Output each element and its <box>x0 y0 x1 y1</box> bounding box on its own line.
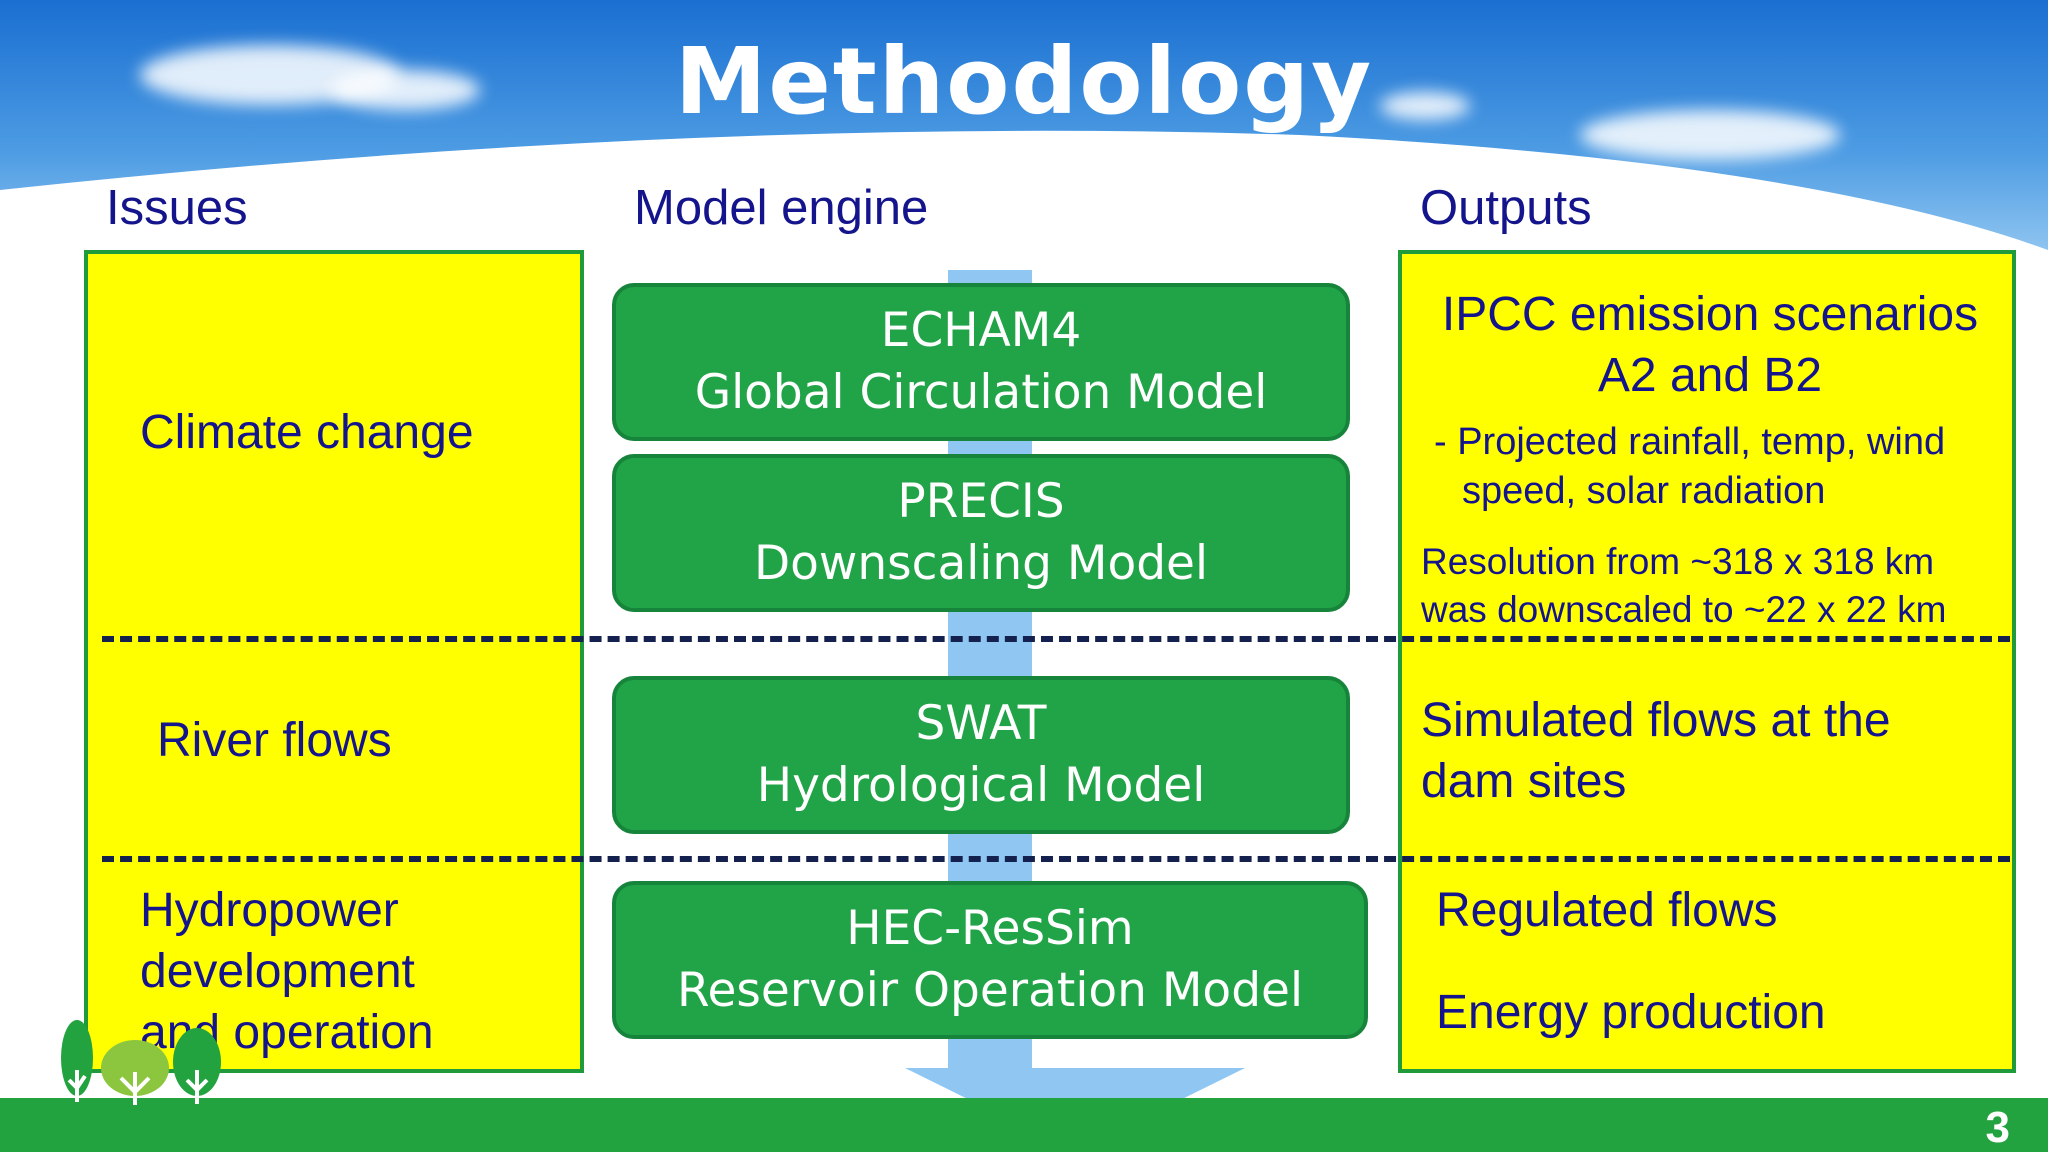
separator-line <box>102 856 2010 862</box>
model-description: Downscaling Model <box>753 536 1209 591</box>
output-regulated-flows: Regulated flows <box>1436 884 1778 937</box>
issue-hydropower: Hydropower development and operation <box>140 880 434 1063</box>
slide-title: Methodology <box>674 28 1374 135</box>
output-flows-line: Simulated flows at the <box>1421 694 1891 747</box>
model-box-hec-ressim: HEC-ResSim Reservoir Operation Model <box>612 881 1368 1039</box>
output-simulated-flows: Simulated flows at the dam sites <box>1421 690 1891 812</box>
cloud <box>330 70 480 110</box>
output-projected-bullet: - Projected rainfall, temp, wind speed, … <box>1434 418 1945 516</box>
output-bullet-line: speed, solar radiation <box>1462 470 1826 512</box>
issue-river-flows: River flows <box>157 714 392 767</box>
outputs-header: Outputs <box>1420 181 1592 235</box>
output-resolution: Resolution from ~318 x 318 km was downsc… <box>1421 538 1946 634</box>
output-energy-production: Energy production <box>1436 986 1826 1039</box>
separator-line <box>102 636 2010 642</box>
output-flows-line: dam sites <box>1421 755 1627 808</box>
footer-ground <box>0 1098 2048 1152</box>
output-ipcc-heading: IPCC emission scenarios A2 and B2 <box>1410 284 2010 406</box>
page-number: 3 <box>1985 1103 2010 1152</box>
output-ipcc-line: A2 and B2 <box>1597 349 1823 402</box>
model-box-echam4: ECHAM4 Global Circulation Model <box>612 283 1350 441</box>
issues-header: Issues <box>106 181 248 235</box>
model-description: Reservoir Operation Model <box>676 963 1304 1018</box>
tree-logo-icon <box>61 1020 221 1105</box>
output-resolution-line: was downscaled to ~22 x 22 km <box>1421 589 1947 630</box>
model-engine-header: Model engine <box>634 181 929 235</box>
issue-hydropower-line: Hydropower <box>140 884 399 937</box>
model-box-precis: PRECIS Downscaling Model <box>612 454 1350 612</box>
model-name: PRECIS <box>897 474 1065 529</box>
model-name: HEC-ResSim <box>846 901 1134 956</box>
output-bullet-line: - Projected rainfall, temp, wind <box>1434 421 1946 463</box>
sky-background <box>0 0 2048 250</box>
cloud <box>1580 110 1840 160</box>
cloud <box>1380 92 1470 120</box>
output-ipcc-line: IPCC emission scenarios <box>1441 288 1979 341</box>
outputs-box <box>1398 250 2016 1073</box>
issues-box <box>84 250 584 1073</box>
issue-hydropower-line: development <box>140 945 415 998</box>
model-name: SWAT <box>915 696 1047 751</box>
model-description: Hydrological Model <box>756 758 1206 813</box>
model-name: ECHAM4 <box>880 303 1082 358</box>
model-description: Global Circulation Model <box>694 365 1268 420</box>
model-box-swat: SWAT Hydrological Model <box>612 676 1350 834</box>
issue-climate-change: Climate change <box>140 406 474 459</box>
output-resolution-line: Resolution from ~318 x 318 km <box>1421 541 1935 582</box>
